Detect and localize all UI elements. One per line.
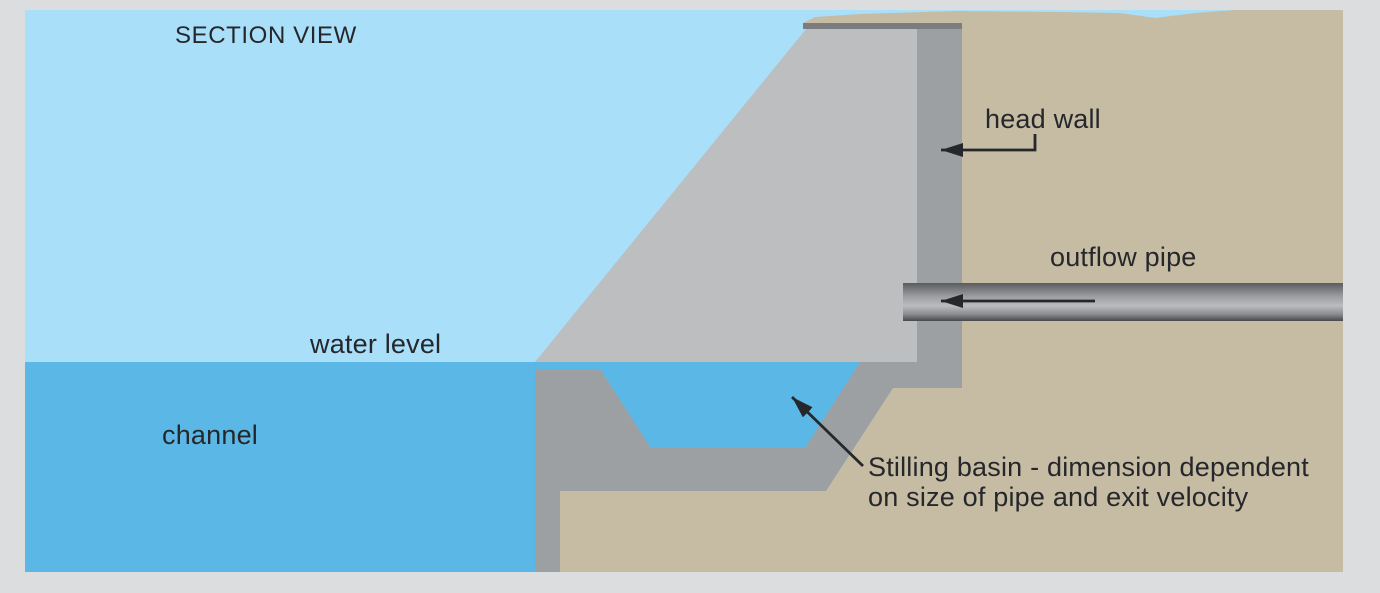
channel-label: channel [162,420,258,450]
head-wall-label: head wall [985,104,1101,134]
outflow-pipe-label: outflow pipe [1050,242,1197,272]
stilling-basin-arrow [791,395,864,468]
water-level-label: water level [310,329,442,359]
head-wall-arrow [941,134,1037,157]
headwall-face-shape [535,29,917,362]
stilling-basin-label-line1: Stilling basin - dimension dependent [868,452,1309,482]
section-view-title: SECTION VIEW [175,22,357,49]
earth-region [560,10,1343,572]
stilling-basin-label-line2: on size of pipe and exit velocity [868,481,1249,512]
concrete-basin-liner-shape [535,29,962,572]
stilling-basin-label: Stilling basin - dimension dependent on … [868,452,1338,512]
headwall-cap-shape [803,23,962,29]
